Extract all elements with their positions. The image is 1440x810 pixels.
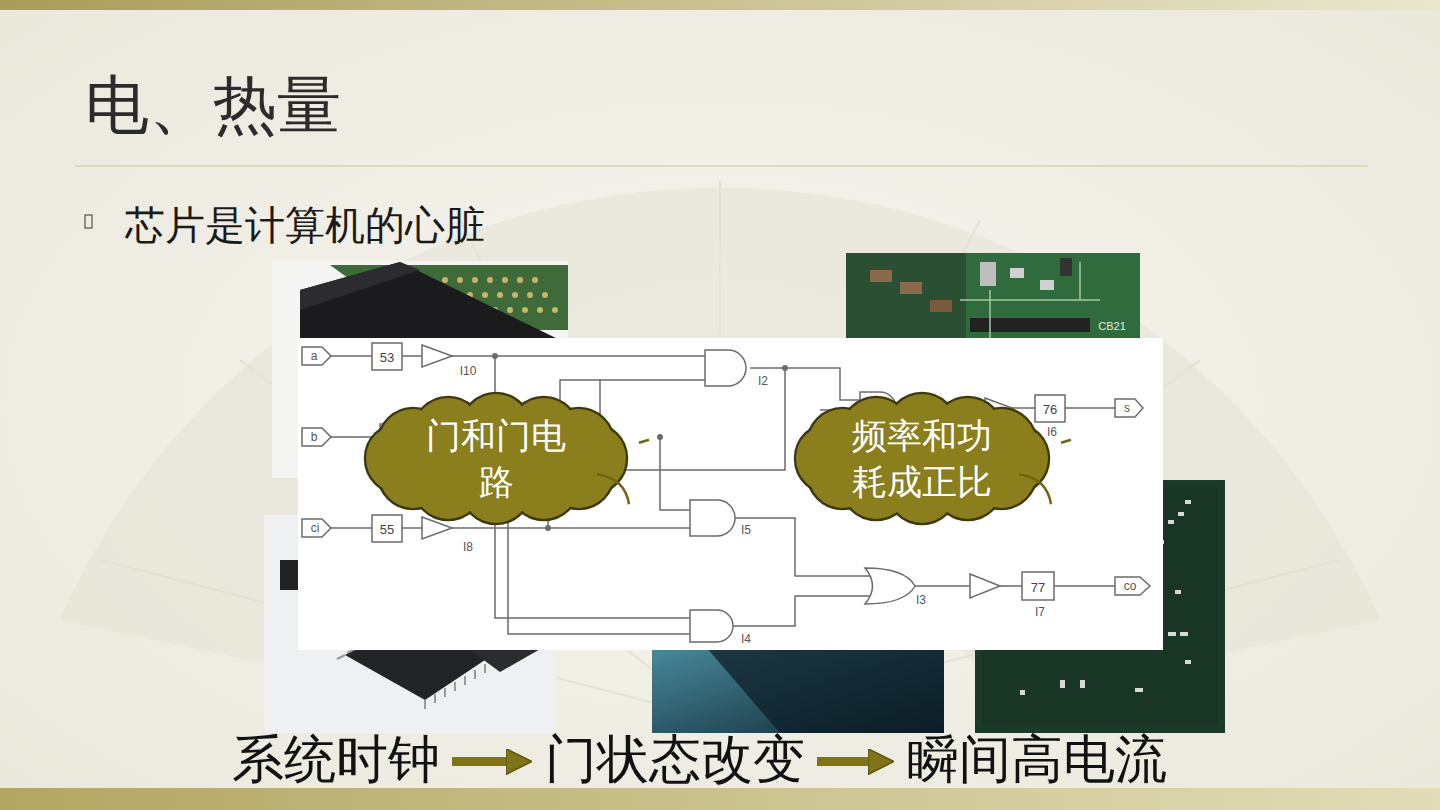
instance-name: I3	[916, 594, 926, 606]
flow-step: 瞬间高电流	[907, 731, 1167, 788]
delay-value: 53	[380, 351, 394, 364]
port-name: ci	[311, 522, 320, 534]
callout-text: 频率和功耗成正比	[845, 413, 999, 504]
flow-step: 系统时钟	[232, 731, 440, 788]
flow-step: 门状态改变	[545, 731, 805, 788]
cloud-callout: 频率和功耗成正比	[795, 393, 1049, 524]
flow-arrow	[452, 757, 511, 766]
title-rule	[75, 165, 1368, 167]
bullet-mark	[85, 215, 92, 228]
instance-name: I5	[741, 524, 751, 536]
instance-name: I10	[460, 365, 477, 377]
cloud-shape	[365, 393, 627, 524]
cloud-callout: 门和门电路	[365, 393, 627, 524]
bullet-text: 芯片是计算机的心脏	[125, 205, 485, 245]
port-name: a	[311, 350, 318, 362]
board-marking: CB21	[1098, 321, 1126, 332]
port-name: b	[311, 431, 318, 443]
port-name: s	[1124, 402, 1130, 414]
instance-name: I8	[463, 541, 473, 553]
step-text: 系统时钟	[232, 731, 440, 788]
port-name: co	[1124, 580, 1137, 592]
callout-text: 门和门电路	[419, 413, 573, 504]
delay-value: 77	[1031, 581, 1045, 594]
flow-arrow	[817, 757, 873, 766]
pcb-photo	[846, 253, 1140, 340]
slide-title: 电、热量	[85, 62, 341, 149]
step-text: 瞬间高电流	[907, 731, 1167, 788]
cloud-shape	[795, 393, 1049, 524]
bottom-bar	[0, 788, 1440, 810]
instance-name: I7	[1035, 606, 1045, 618]
instance-name: I6	[1047, 426, 1057, 438]
instance-name: I4	[741, 633, 751, 645]
instance-name: I2	[758, 375, 768, 387]
delay-value: 55	[380, 523, 394, 536]
top-bar	[0, 0, 1440, 10]
gate-schematic	[298, 338, 1163, 650]
chip-closeup-photo	[652, 640, 944, 733]
step-text: 门状态改变	[545, 731, 805, 788]
delay-value: 76	[1043, 403, 1057, 416]
